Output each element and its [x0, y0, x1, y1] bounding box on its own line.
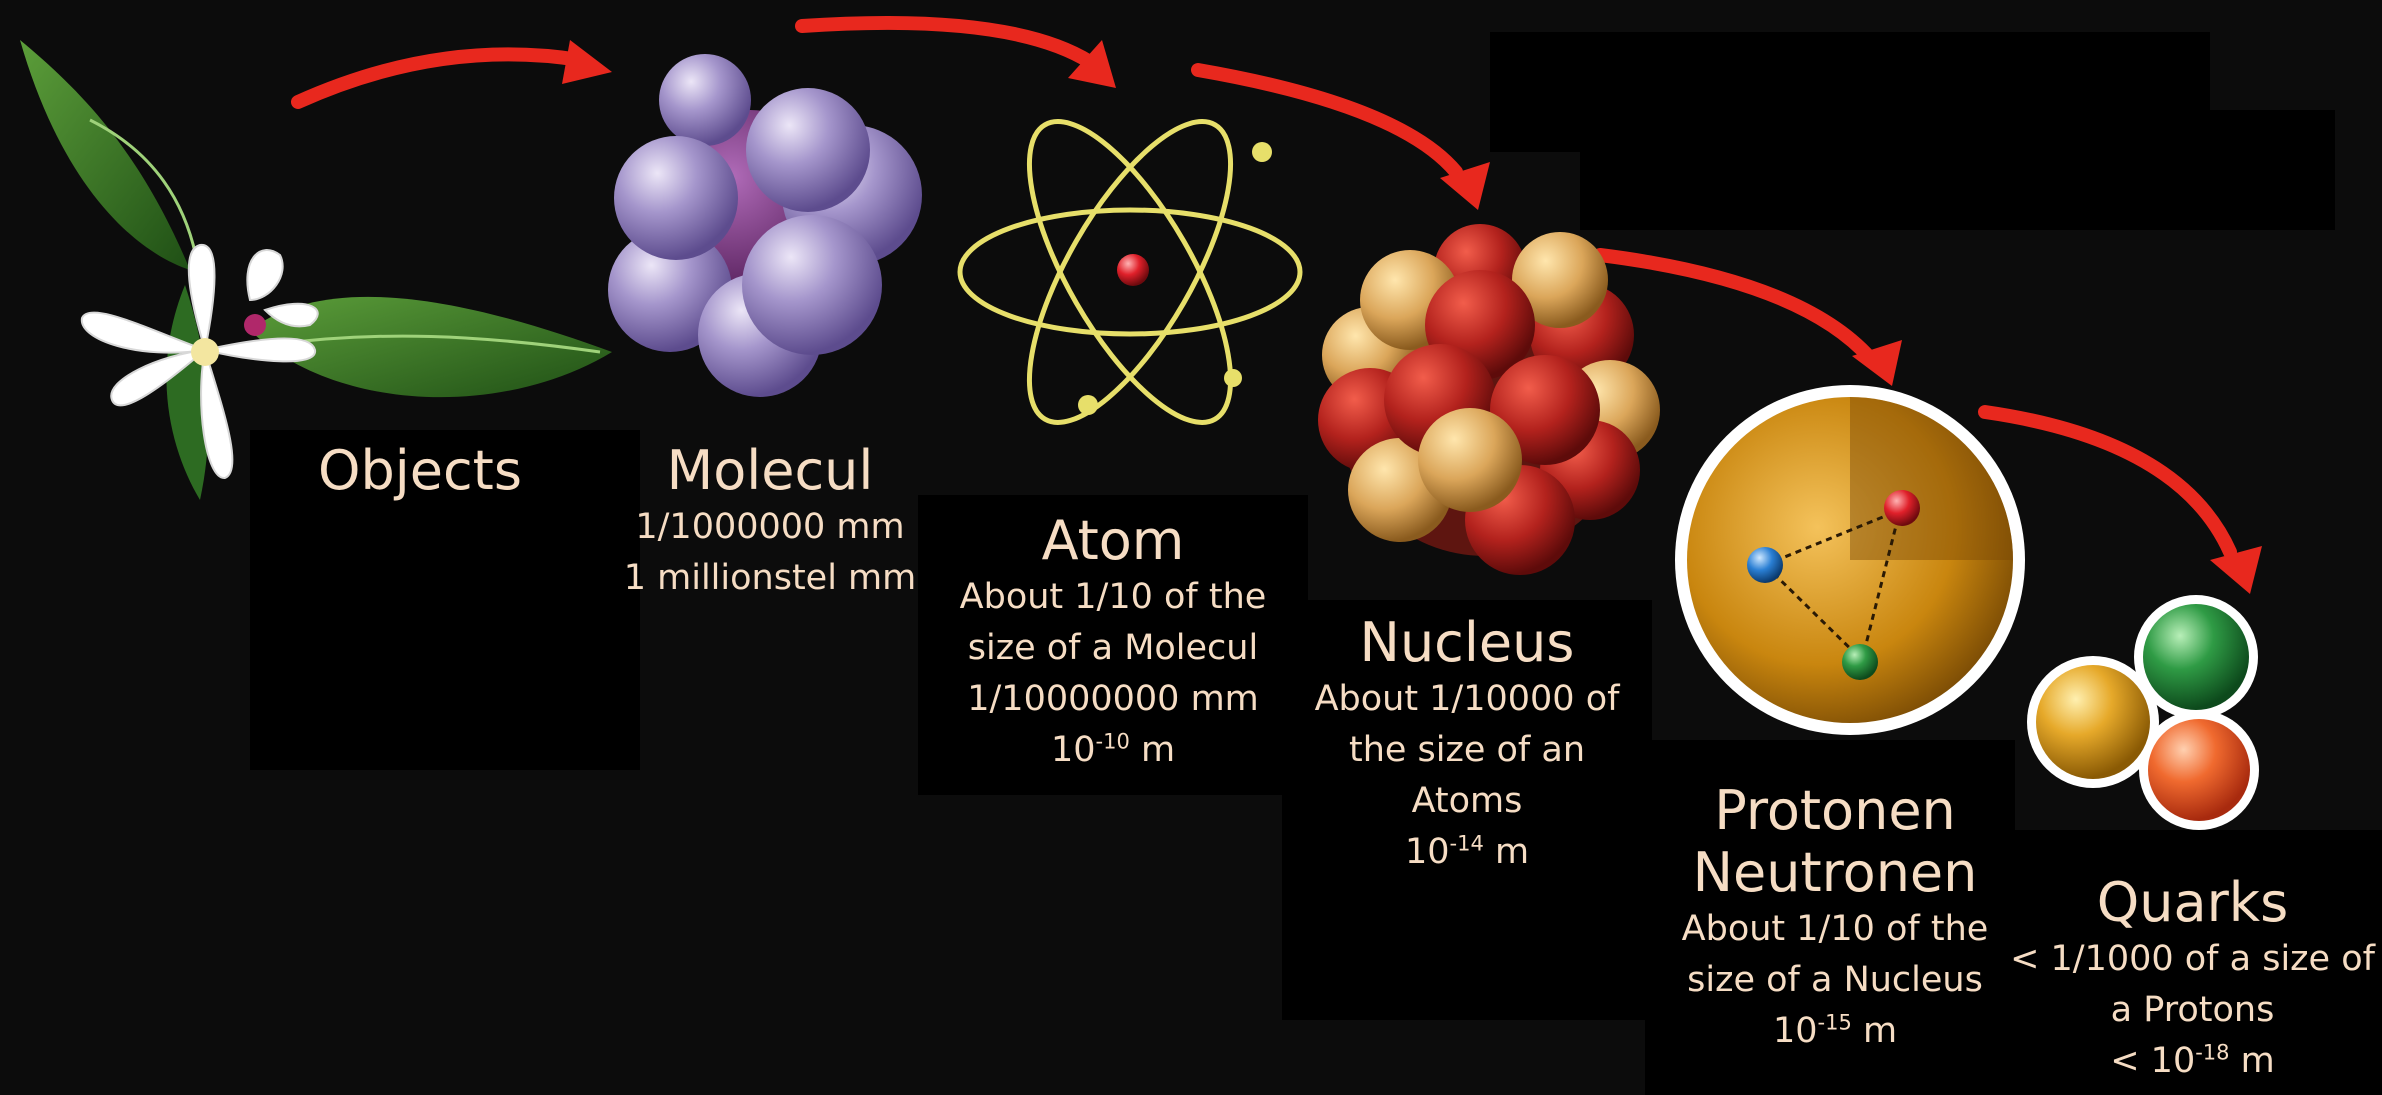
stage-text: 1/10000000 mm [933, 674, 1293, 725]
stage-atom: Atom About 1/10 of the size of a Molecul… [933, 510, 1293, 776]
stage-protonen: Protonen Neutronen About 1/10 of the siz… [1665, 780, 2005, 1057]
nucleus-image [1318, 224, 1660, 575]
stage-text: < 1/1000 of a size of [2010, 934, 2375, 985]
stage-text: size of a Nucleus [1665, 955, 2005, 1006]
stage-title-2: Neutronen [1665, 842, 2005, 904]
stage-text: the size of an [1297, 725, 1637, 776]
proton-image [1675, 385, 2025, 735]
arrow-1 [298, 40, 612, 102]
stage-text: About 1/10000 of [1297, 674, 1637, 725]
stage-title: Quarks [2010, 872, 2375, 934]
stage-text: Atoms [1297, 776, 1637, 827]
stage-nucleus: Nucleus About 1/10000 of the size of an … [1297, 612, 1637, 878]
stage-text: 1 millionstel mm [610, 553, 930, 604]
arrow-4 [1600, 255, 1902, 386]
molecule-image [608, 54, 922, 397]
stage-title: Atom [933, 510, 1293, 572]
stage-unit: 10-15 m [1665, 1006, 2005, 1057]
stage-molecul: Molecul 1/1000000 mm 1 millionstel mm [610, 440, 930, 604]
arrow-3 [1198, 70, 1490, 210]
stage-unit: 10-14 m [1297, 827, 1637, 878]
stage-text: About 1/10 of the [933, 572, 1293, 623]
stage-title: Protonen [1665, 780, 2005, 842]
stage-text: 1/1000000 mm [610, 502, 930, 553]
stage-title: Objects [300, 440, 540, 502]
arrow-2 [802, 23, 1116, 88]
stage-title: Molecul [610, 440, 930, 502]
stage-unit: < 10-18 m [2010, 1036, 2375, 1087]
arrow-5 [1985, 412, 2262, 594]
quarks-image [2027, 595, 2259, 830]
stage-text: a Protons [2010, 985, 2375, 1036]
stage-quarks: Quarks < 1/1000 of a size of a Protons <… [2010, 872, 2375, 1087]
stage-text: About 1/10 of the [1665, 904, 2005, 955]
stage-unit: 10-10 m [933, 725, 1293, 776]
atom-image [960, 94, 1300, 450]
stage-text: size of a Molecul [933, 623, 1293, 674]
stage-title: Nucleus [1297, 612, 1637, 674]
lemon-blossom-image [20, 40, 612, 500]
stage-objects: Objects [300, 440, 540, 502]
